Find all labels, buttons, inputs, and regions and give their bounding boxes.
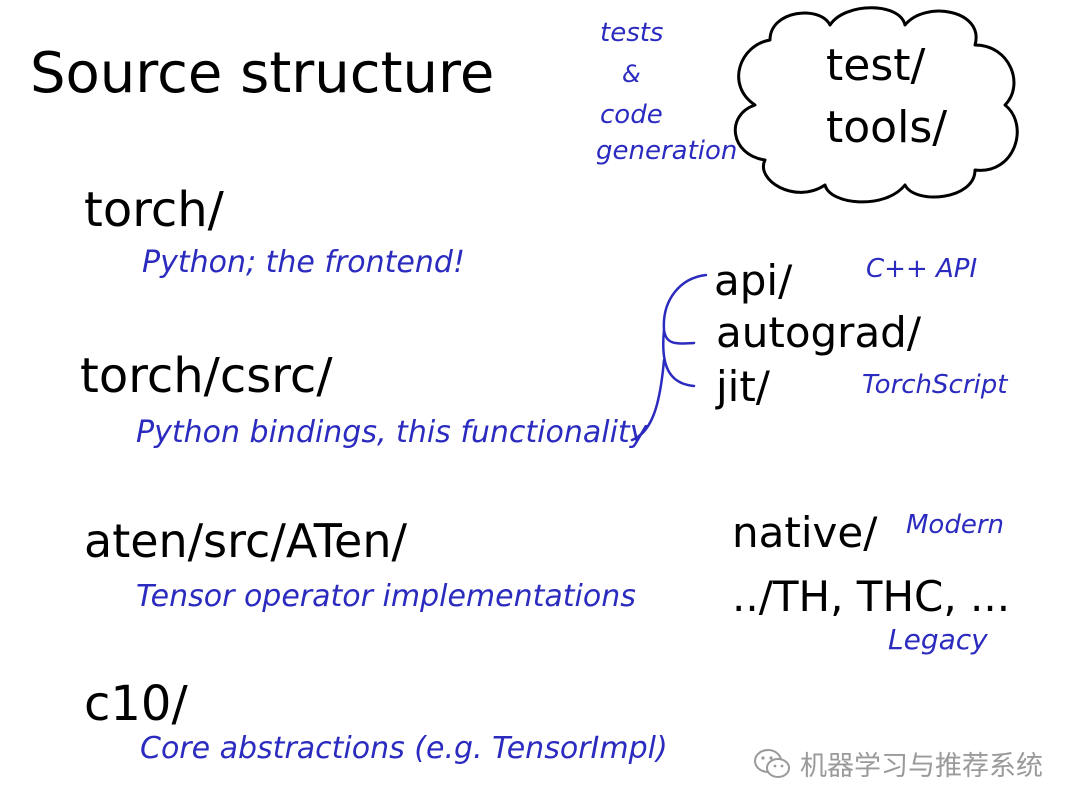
subdir-api-note: C++ API (866, 254, 978, 284)
aten-native-dir: native/ (732, 508, 878, 557)
subdir-jit: jit/ (716, 362, 770, 411)
side-note-line2: & (622, 60, 641, 88)
section-torch-dir: torch/ (84, 182, 224, 238)
cloud-outline (733, 6, 1019, 204)
side-note-line1: tests (600, 18, 664, 48)
csrc-bracket (630, 273, 708, 442)
watermark-text: 机器学习与推荐系统 (800, 751, 1043, 782)
section-aten-desc: Tensor operator implementations (136, 579, 636, 614)
section-torch-desc: Python; the frontend! (142, 245, 465, 280)
aten-legacy-note: Legacy (888, 623, 988, 656)
side-note-line4: generation (596, 136, 738, 166)
section-csrc-dir: torch/csrc/ (80, 348, 333, 404)
side-note-line3: code (600, 100, 663, 130)
section-aten-dir: aten/src/ATen/ (84, 514, 407, 568)
subdir-autograd: autograd/ (716, 308, 921, 357)
section-c10-desc: Core abstractions (e.g. TensorImpl) (140, 731, 668, 766)
section-c10-dir: c10/ (84, 676, 188, 732)
subdir-jit-note: TorchScript (862, 370, 1008, 400)
wechat-icon (754, 748, 790, 778)
page-title: Source structure (30, 41, 495, 106)
cloud-text-test: test/ (826, 40, 926, 91)
aten-legacy-dir: ../TH, THC, ... (732, 572, 1011, 621)
section-csrc-desc: Python bindings, this functionality (136, 415, 648, 450)
aten-native-note: Modern (906, 510, 1005, 540)
cloud-text-tools: tools/ (826, 102, 948, 153)
subdir-api: api/ (714, 256, 793, 305)
watermark: 机器学习与推荐系统 (752, 744, 1043, 783)
